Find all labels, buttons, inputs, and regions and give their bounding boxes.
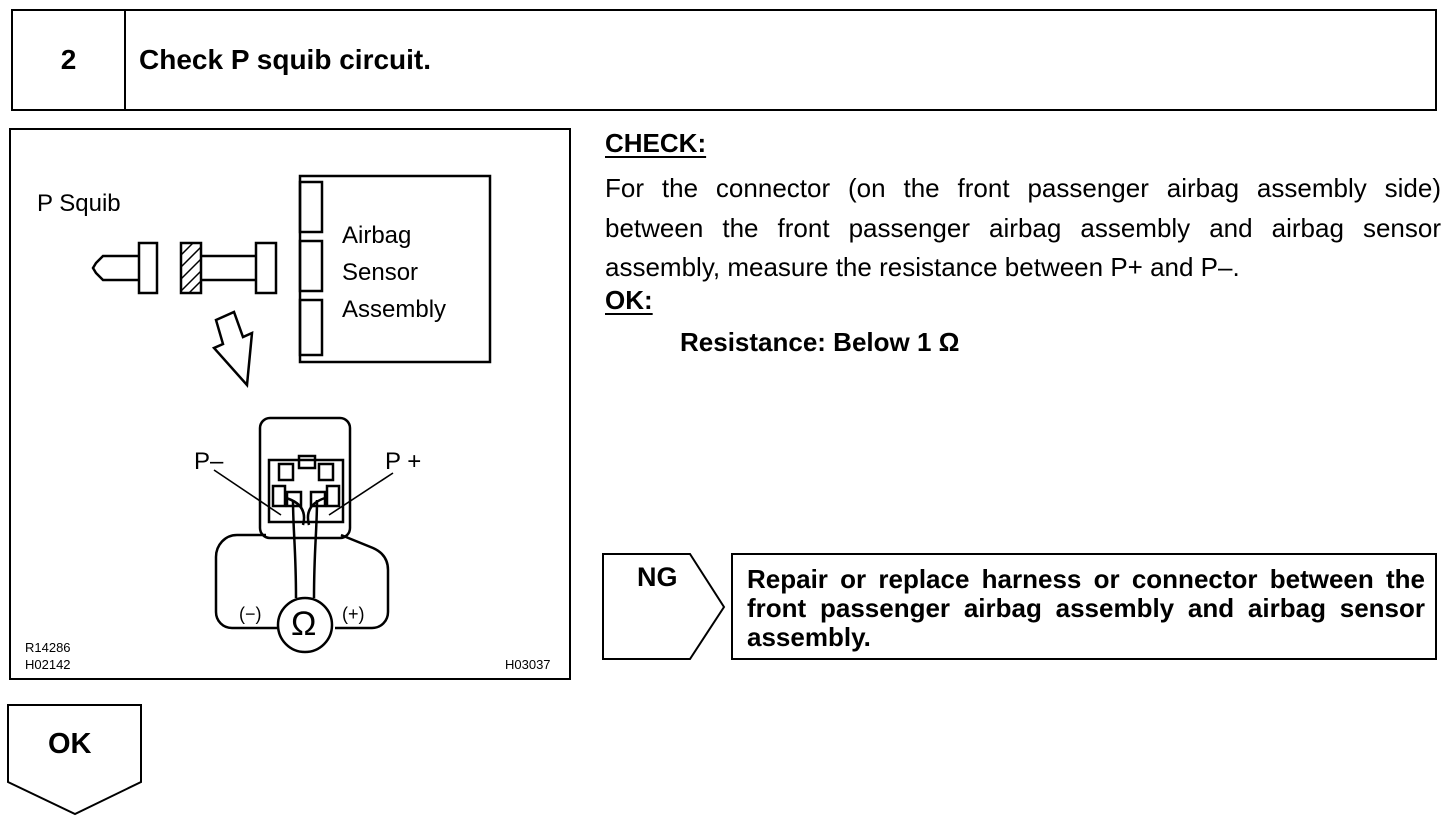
check-heading: CHECK:	[605, 128, 707, 158]
ng-arrow-icon	[602, 553, 726, 660]
step-header: 2 Check P squib circuit.	[11, 9, 1437, 111]
ok-heading: OK:	[605, 285, 653, 315]
step-title: Check P squib circuit.	[139, 44, 432, 75]
ng-label: NG	[637, 562, 678, 592]
meter-body	[214, 533, 390, 630]
ohm-symbol: Ω	[291, 605, 317, 643]
hatched-connector	[179, 241, 203, 295]
squib-plug-shape	[91, 254, 139, 282]
probe-wires	[291, 499, 319, 599]
ok-arrow-icon	[7, 704, 142, 816]
diagram-drawing	[91, 174, 492, 654]
sensor-label-line1: Airbag	[342, 222, 412, 249]
minus-terminal-label: (−)	[239, 604, 262, 624]
sensor-label-line3: Assembly	[342, 296, 447, 323]
step-number: 2	[13, 11, 126, 109]
connector-diagram: P Squib Airbag Sensor Assembly P– P + (−…	[9, 128, 571, 680]
p-minus-label: P–	[194, 448, 224, 475]
sensor-label-line2: Sensor	[342, 259, 419, 286]
p-plus-leader	[328, 472, 394, 516]
p-minus-leader	[213, 469, 282, 516]
figure-code-3: H03037	[505, 657, 551, 672]
connector-hatch	[180, 242, 202, 294]
squib-connector	[137, 241, 159, 295]
plus-terminal-label: (+)	[342, 604, 365, 624]
ohmmeter-icon	[276, 596, 334, 654]
connector-front-view	[258, 416, 352, 540]
ng-action-text: Repair or replace harness or connector b…	[747, 564, 1425, 652]
figure-code-2: H02142	[25, 657, 71, 672]
p-plus-label: P +	[385, 448, 422, 475]
ng-action-box: Repair or replace harness or connector b…	[731, 553, 1437, 660]
down-arrow-icon	[211, 310, 254, 388]
harness-end-connector	[254, 241, 278, 295]
ok-criterion: Resistance: Below 1 Ω	[680, 327, 960, 357]
figure-code-1: R14286	[25, 640, 71, 655]
harness-lines	[201, 254, 256, 282]
check-instructions: For the connector (on the front passenge…	[605, 173, 1441, 282]
ok-result-label: OK	[48, 728, 92, 760]
p-squib-label: P Squib	[37, 190, 121, 217]
